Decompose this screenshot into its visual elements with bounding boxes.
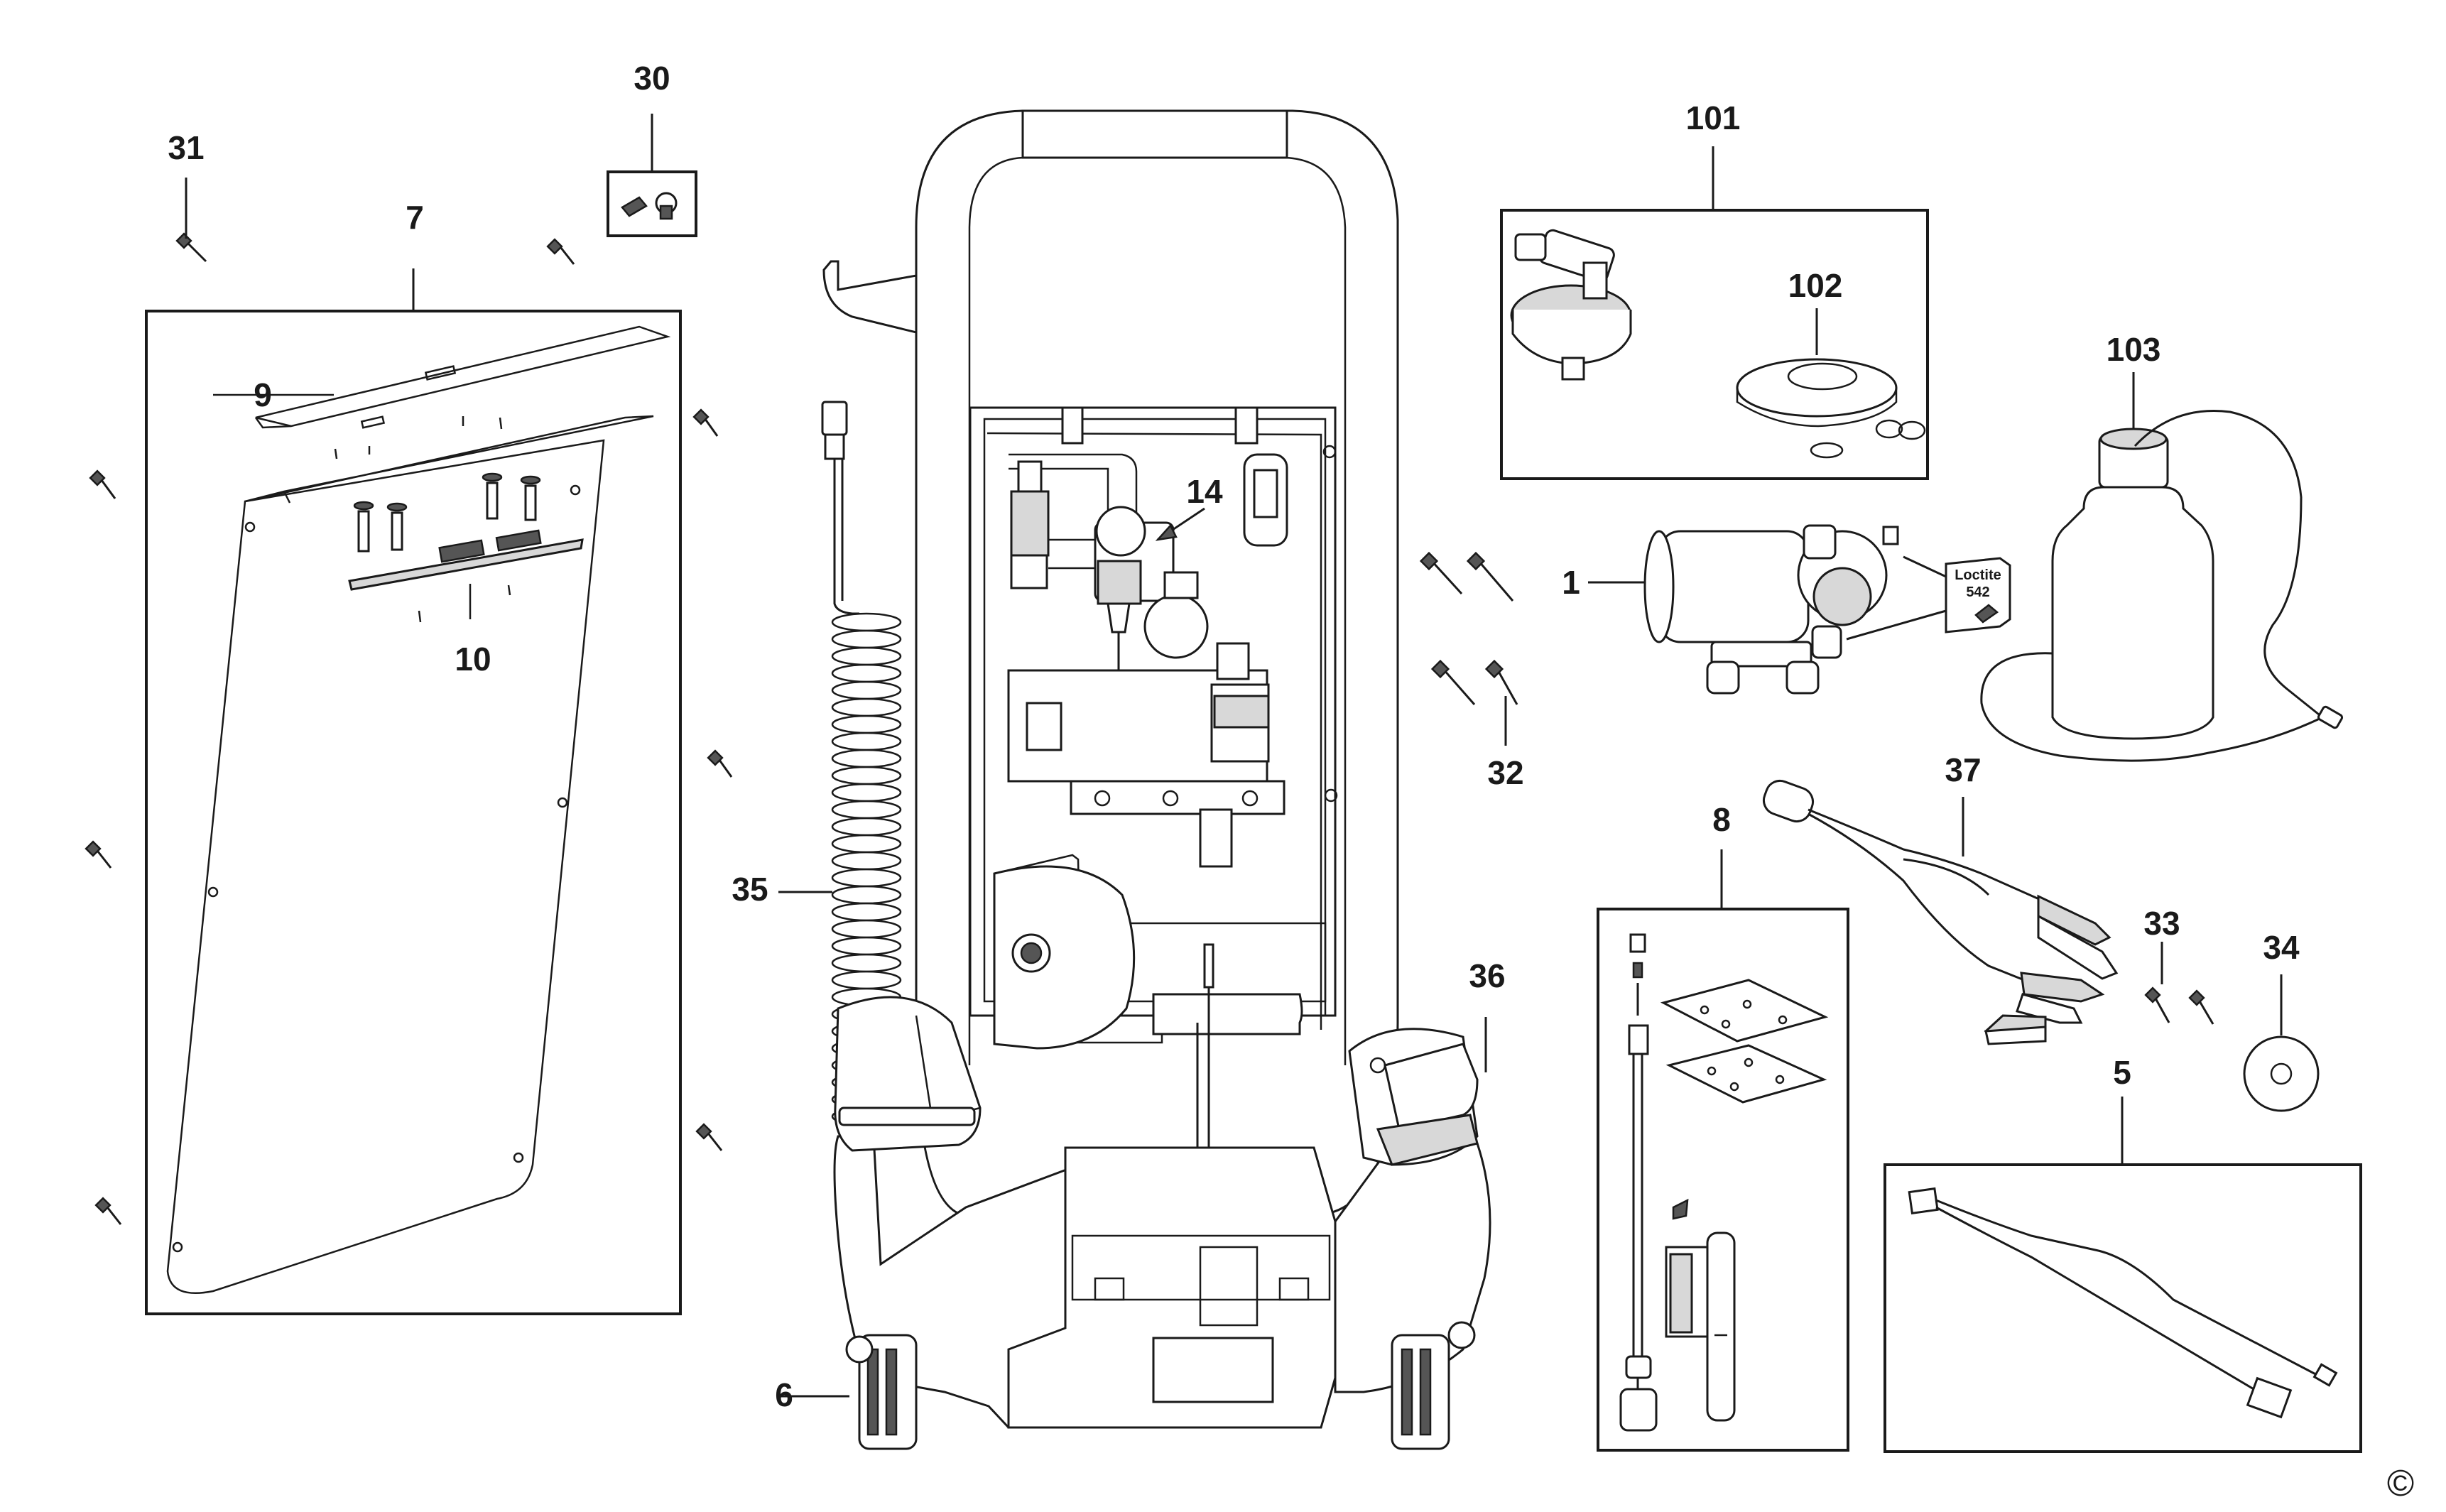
screws-33	[2144, 942, 2214, 1025]
label-7: 7	[406, 199, 424, 236]
wheels	[845, 1321, 1476, 1450]
motor-block	[1007, 642, 1285, 868]
loctite-code: 542	[1966, 584, 1989, 600]
side-panel	[166, 439, 605, 1294]
label-1: 1	[1562, 564, 1580, 601]
screws-32	[1419, 551, 1518, 705]
standoffs	[353, 472, 541, 553]
label-101: 101	[1686, 99, 1741, 136]
valve-assembly	[1010, 460, 1209, 675]
leader-lines	[778, 891, 1487, 1398]
adapter-kit-group	[1500, 146, 1929, 480]
pump-1	[1588, 524, 2011, 695]
part-30-icon	[607, 114, 697, 237]
label-6: 6	[775, 1376, 793, 1413]
label-35: 35	[732, 871, 768, 908]
sensor-kit-group	[1597, 849, 1849, 1452]
bottle-103	[1980, 372, 2344, 762]
clamp-cable-37	[1762, 779, 2119, 1045]
label-10: 10	[455, 641, 491, 678]
main-unit	[821, 109, 1491, 1450]
label-103: 103	[2107, 331, 2161, 368]
label-34: 34	[2263, 929, 2300, 966]
label-30: 30	[634, 60, 670, 97]
washer-34	[2243, 974, 2320, 1112]
label-32: 32	[1487, 754, 1523, 791]
loctite-name: Loctite	[1955, 567, 2001, 583]
circuit-board	[348, 538, 584, 591]
part-labels: 30 31 7 9 10 14 101 102 103 1 32 37 8 35…	[168, 60, 2414, 1504]
panel-box	[145, 310, 682, 1315]
plate-9	[255, 325, 671, 428]
cable-harness-group	[1884, 1097, 2362, 1453]
copyright-mark: ©	[2387, 1463, 2414, 1504]
holder-36	[1348, 1028, 1479, 1166]
label-31: 31	[168, 129, 204, 166]
label-33: 33	[2143, 905, 2180, 942]
label-102: 102	[1788, 267, 1843, 304]
label-9: 9	[254, 376, 272, 413]
label-5: 5	[2113, 1054, 2131, 1091]
top-bracket	[244, 415, 654, 503]
side-hook	[822, 260, 918, 334]
coiled-hose	[821, 401, 859, 615]
label-14: 14	[1186, 473, 1223, 510]
reel-wheel	[993, 865, 1136, 1050]
loose-screws-left	[85, 232, 733, 1225]
label-37: 37	[1945, 751, 1981, 788]
panel-assembly-group	[145, 268, 682, 1315]
label-8: 8	[1712, 801, 1731, 838]
label-36: 36	[1469, 957, 1505, 994]
